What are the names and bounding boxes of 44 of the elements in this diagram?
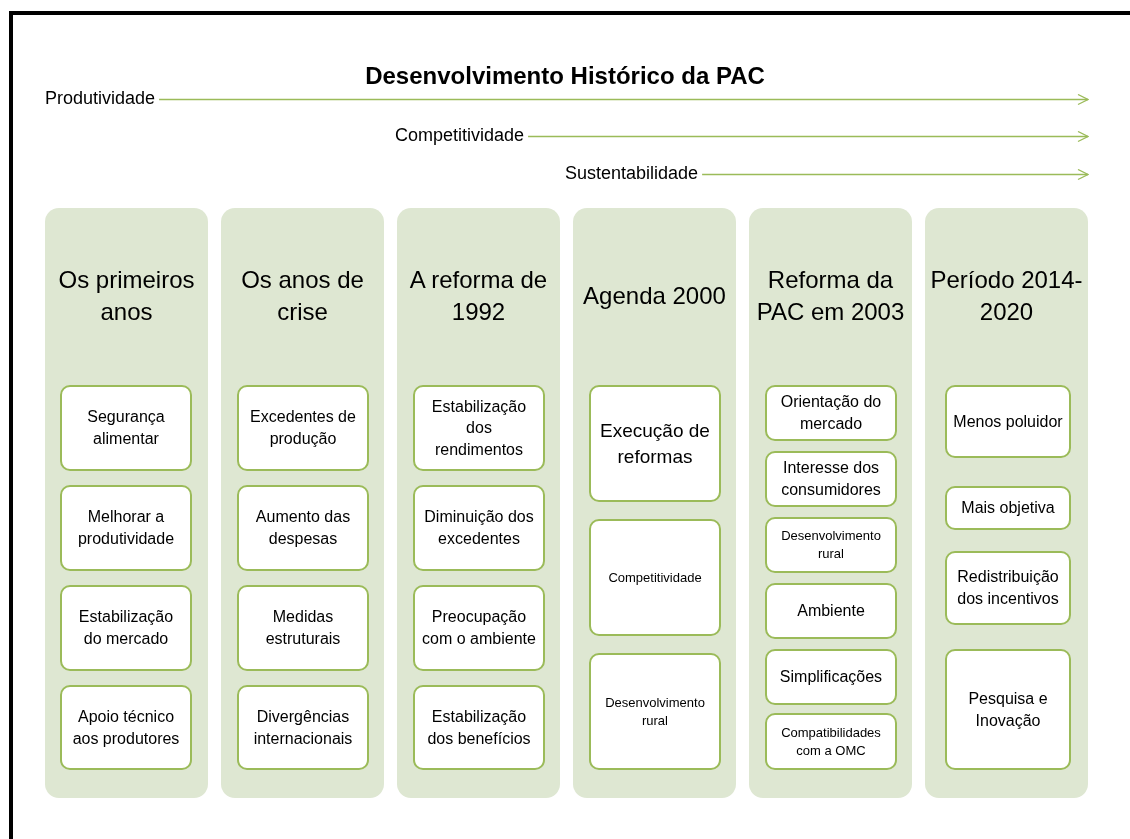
- column-heading: Os anos de crise: [240, 264, 365, 327]
- topic-card: Execução de reformas: [589, 385, 721, 502]
- topic-card: Mais objetiva: [945, 486, 1071, 530]
- topic-card: Segurança alimentar: [60, 385, 192, 471]
- topic-card: Orientação do mercado: [765, 385, 897, 441]
- phase-column: [221, 208, 384, 798]
- arrow: [527, 130, 1089, 143]
- topic-card: Diminuição dos excedentes: [413, 485, 545, 571]
- topic-card: Preocupação com o ambiente: [413, 585, 545, 671]
- topic-card: Interesse dos consumidores: [765, 451, 897, 507]
- topic-card: Competitividade: [589, 519, 721, 636]
- phase-column: [573, 208, 736, 798]
- phase-column: [45, 208, 208, 798]
- trend-label: Sustentabilidade: [565, 163, 699, 184]
- phase-column: [397, 208, 560, 798]
- topic-card: Apoio técnico aos produtores: [60, 685, 192, 770]
- topic-card: Divergências internacionais: [237, 685, 369, 770]
- topic-card: Desenvolvimento rural: [765, 517, 897, 573]
- column-heading: Agenda 2000: [582, 280, 727, 311]
- topic-card: Pesquisa e Inovação: [945, 649, 1071, 770]
- column-heading: A reforma de 1992: [408, 264, 549, 327]
- topic-card: Estabilização do mercado: [60, 585, 192, 671]
- phase-column: [925, 208, 1088, 798]
- topic-card: Ambiente: [765, 583, 897, 639]
- column-heading: Os primeiros anos: [57, 264, 196, 327]
- topic-card: Compatibilidades com a OMC: [765, 713, 897, 770]
- diagram-title: Desenvolvimento Histórico da PAC: [364, 62, 766, 90]
- topic-card: Simplificações: [765, 649, 897, 705]
- topic-card: Estabilização dos rendimentos: [413, 385, 545, 471]
- column-heading: Reforma da PAC em 2003: [755, 264, 906, 327]
- phase-column: [749, 208, 912, 798]
- topic-card: Menos poluidor: [945, 385, 1071, 458]
- trend-label: Competitividade: [395, 125, 525, 146]
- topic-card: Desenvolvimento rural: [589, 653, 721, 770]
- topic-card: Redistribuição dos incentivos: [945, 551, 1071, 625]
- trend-label: Produtividade: [45, 88, 156, 109]
- topic-card: Melhorar a produtividade: [60, 485, 192, 571]
- arrow: [701, 168, 1089, 181]
- arrow: [158, 93, 1089, 106]
- topic-card: Aumento das despesas: [237, 485, 369, 571]
- topic-card: Medidas estruturais: [237, 585, 369, 671]
- topic-card: Estabilização dos benefícios: [413, 685, 545, 770]
- topic-card: Excedentes de produção: [237, 385, 369, 471]
- column-heading: Período 2014-2020: [929, 264, 1084, 327]
